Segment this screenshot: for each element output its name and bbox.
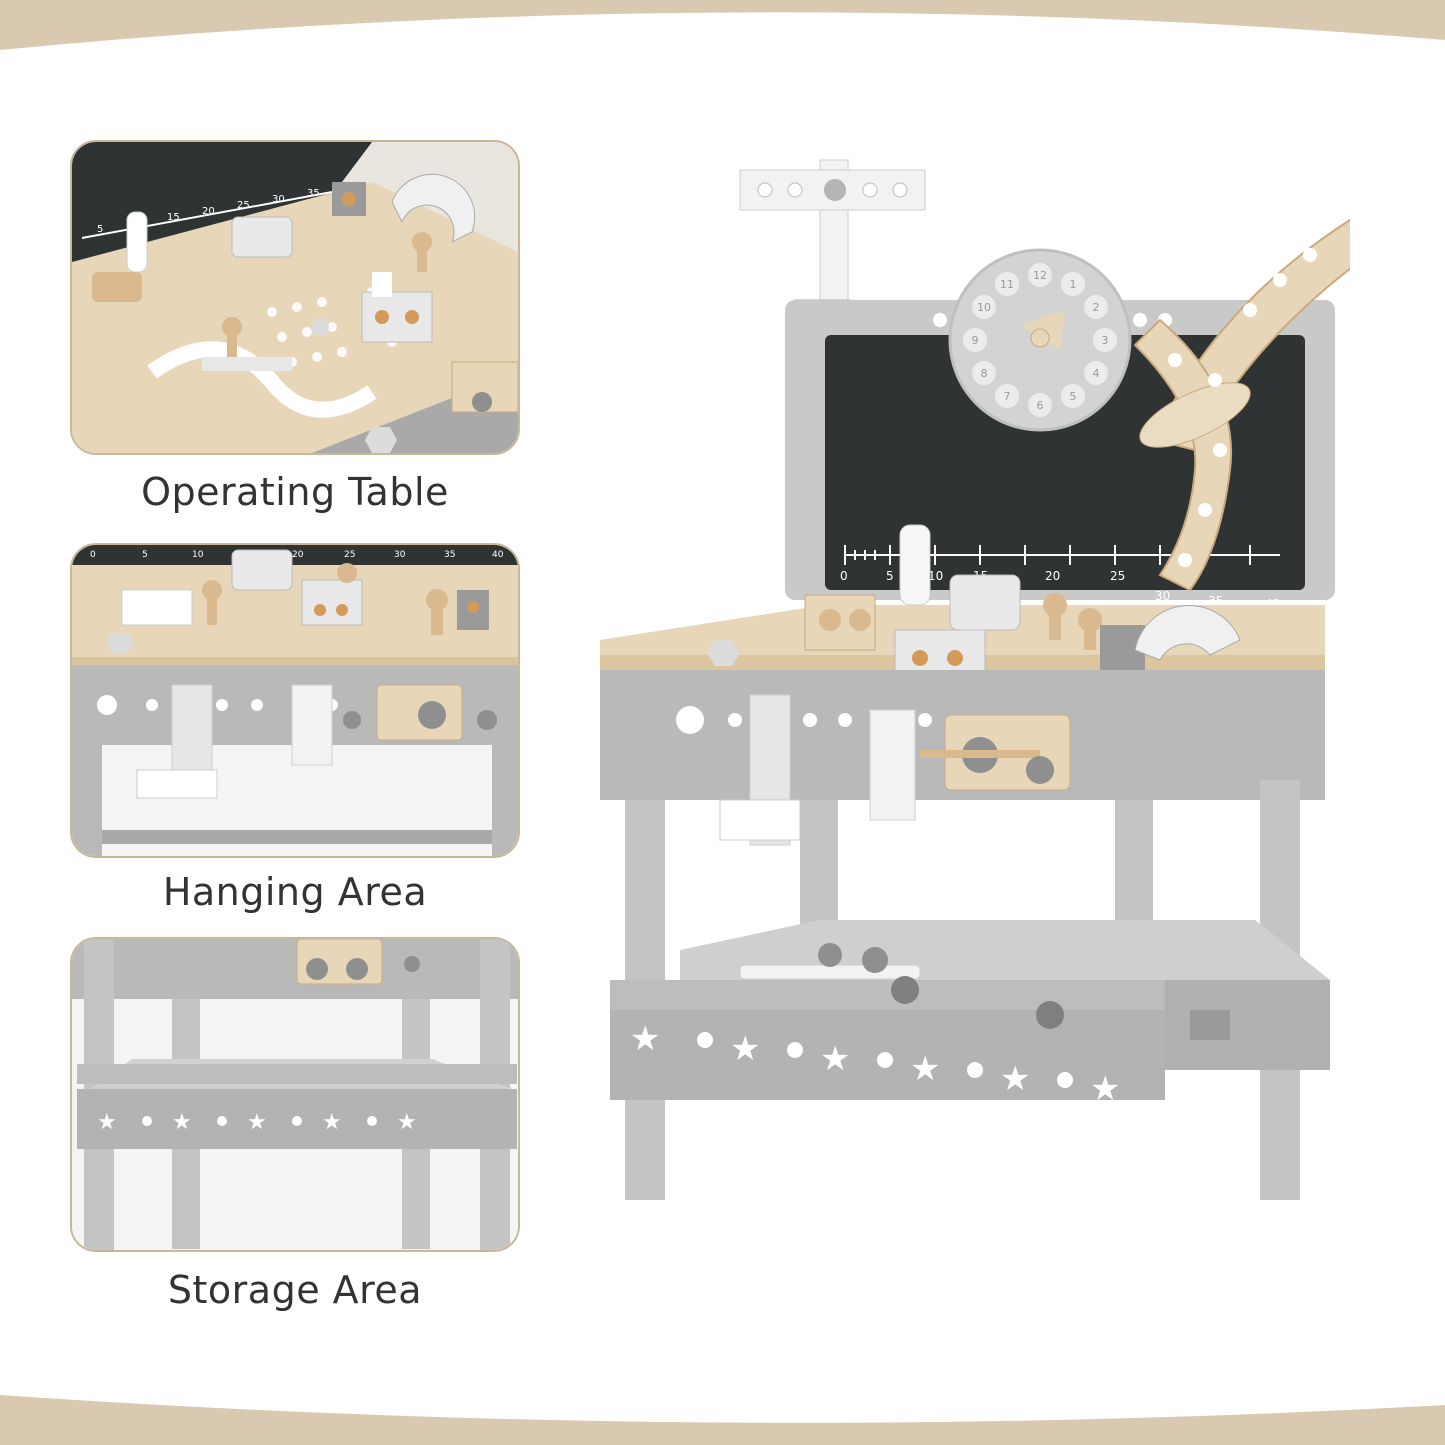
ruler-label: 10 [192, 550, 204, 560]
ruler-label: 0 [840, 569, 848, 583]
hanging-area-panel: 0 5 10 15 20 25 30 35 40 [70, 543, 520, 858]
operating-table-image: 5 10 15 20 25 30 35 [72, 142, 518, 453]
clock-number: 10 [977, 301, 991, 314]
clock-number: 1 [1070, 278, 1077, 291]
ruler-label: 30 [272, 194, 285, 205]
svg-text:★: ★ [397, 1110, 417, 1135]
svg-text:★: ★ [1000, 1059, 1030, 1099]
storage-area-panel: ★ ★ ★ ★ ★ [70, 937, 520, 1252]
clock-number: 11 [1000, 278, 1014, 291]
ruler-label: 5 [97, 224, 103, 235]
clock: 12 1 2 3 4 5 6 7 8 9 10 11 [948, 248, 1132, 432]
storage-area-image: ★ ★ ★ ★ ★ [72, 939, 518, 1250]
ruler-label: 35 [307, 188, 320, 199]
clock-number: 8 [981, 367, 988, 380]
hanging-area-image: 0 5 10 15 20 25 30 35 40 [72, 545, 518, 856]
clock-number: 12 [1033, 269, 1047, 282]
clock-number: 4 [1093, 367, 1100, 380]
svg-text:★: ★ [820, 1039, 850, 1079]
caption-hanging-area: Hanging Area [162, 870, 428, 914]
ruler-label: 40 [492, 550, 504, 560]
ruler-label: 35 [1208, 594, 1223, 608]
ruler-label: 20 [292, 550, 304, 560]
operating-table-panel: 5 10 15 20 25 30 35 [70, 140, 520, 455]
ruler-label: 25 [344, 550, 355, 560]
ruler-label: 20 [1045, 569, 1060, 583]
clock-number: 2 [1093, 301, 1100, 314]
ruler-label: 25 [237, 200, 250, 211]
clock-number: 9 [972, 334, 979, 347]
ruler-label: 25 [1110, 569, 1125, 583]
clock-number: 3 [1102, 334, 1109, 347]
svg-text:★: ★ [730, 1029, 760, 1069]
svg-text:★: ★ [322, 1110, 342, 1135]
storage-star-row: ★ ★ ★ ★ ★ [97, 1110, 417, 1135]
propeller [1133, 218, 1350, 592]
ruler-label: 30 [394, 550, 406, 560]
svg-text:★: ★ [630, 1019, 660, 1059]
clock-number: 7 [1004, 390, 1011, 403]
star-row: ★ ★ ★ ★ ★ ★ [630, 1019, 1120, 1109]
svg-text:★: ★ [910, 1049, 940, 1089]
svg-text:★: ★ [172, 1110, 192, 1135]
top-decorative-band [0, 0, 1445, 50]
caption-storage-area: Storage Area [167, 1268, 423, 1312]
ruler-label: 30 [1155, 589, 1170, 603]
svg-text:★: ★ [1090, 1069, 1120, 1109]
clock-number: 5 [1070, 390, 1077, 403]
workbench-product-image: 0 5 10 15 20 25 30 35 40 12 1 2 3 4 5 6 … [600, 159, 1350, 1200]
clock-number: 6 [1037, 399, 1044, 412]
ruler-label: 5 [886, 569, 894, 583]
ruler-label: 15 [167, 212, 180, 223]
bottom-decorative-band [0, 1395, 1445, 1445]
ruler-label: 5 [142, 550, 148, 560]
caption-operating-table: Operating Table [141, 470, 449, 514]
ruler-label: 0 [90, 550, 96, 560]
svg-text:★: ★ [247, 1110, 267, 1135]
svg-text:★: ★ [97, 1110, 117, 1135]
ruler-ticks [844, 545, 1251, 565]
ruler-label: 20 [202, 206, 215, 217]
ruler-label: 35 [444, 550, 455, 560]
ruler-label: 10 [928, 569, 943, 583]
